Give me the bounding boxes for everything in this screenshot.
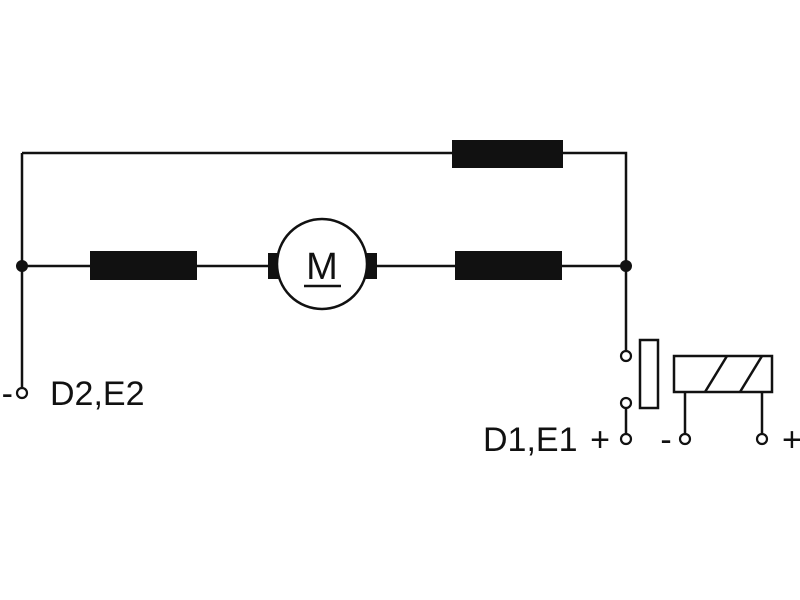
resistor-left <box>90 251 197 280</box>
coil-terminal-plus <box>755 432 769 446</box>
switch-bar <box>638 338 660 410</box>
coil-terminal-minus <box>678 432 692 446</box>
terminal-right <box>619 432 633 446</box>
terminal-left-label: D2,E2 <box>50 375 145 413</box>
terminal-left-sign: - <box>2 375 13 413</box>
terminal-left <box>15 386 29 400</box>
coil-minus-sign: - <box>660 421 671 459</box>
junction-left <box>16 260 28 272</box>
resistor-right <box>455 251 562 280</box>
resistor-top <box>452 140 563 168</box>
junction-right <box>620 260 632 272</box>
motor-label: M <box>306 246 338 288</box>
coil-plus-sign: + <box>782 421 800 459</box>
terminal-right-sign: + <box>590 421 610 459</box>
switch-contact-bottom <box>619 396 633 410</box>
motor-circle <box>275 217 369 311</box>
relay-coil-slash-2 <box>738 355 764 393</box>
top-wire <box>22 151 628 266</box>
switch-contact-top <box>619 349 633 363</box>
relay-coil-slash-1 <box>703 355 729 393</box>
terminal-right-label: D1,E1 <box>483 421 578 459</box>
